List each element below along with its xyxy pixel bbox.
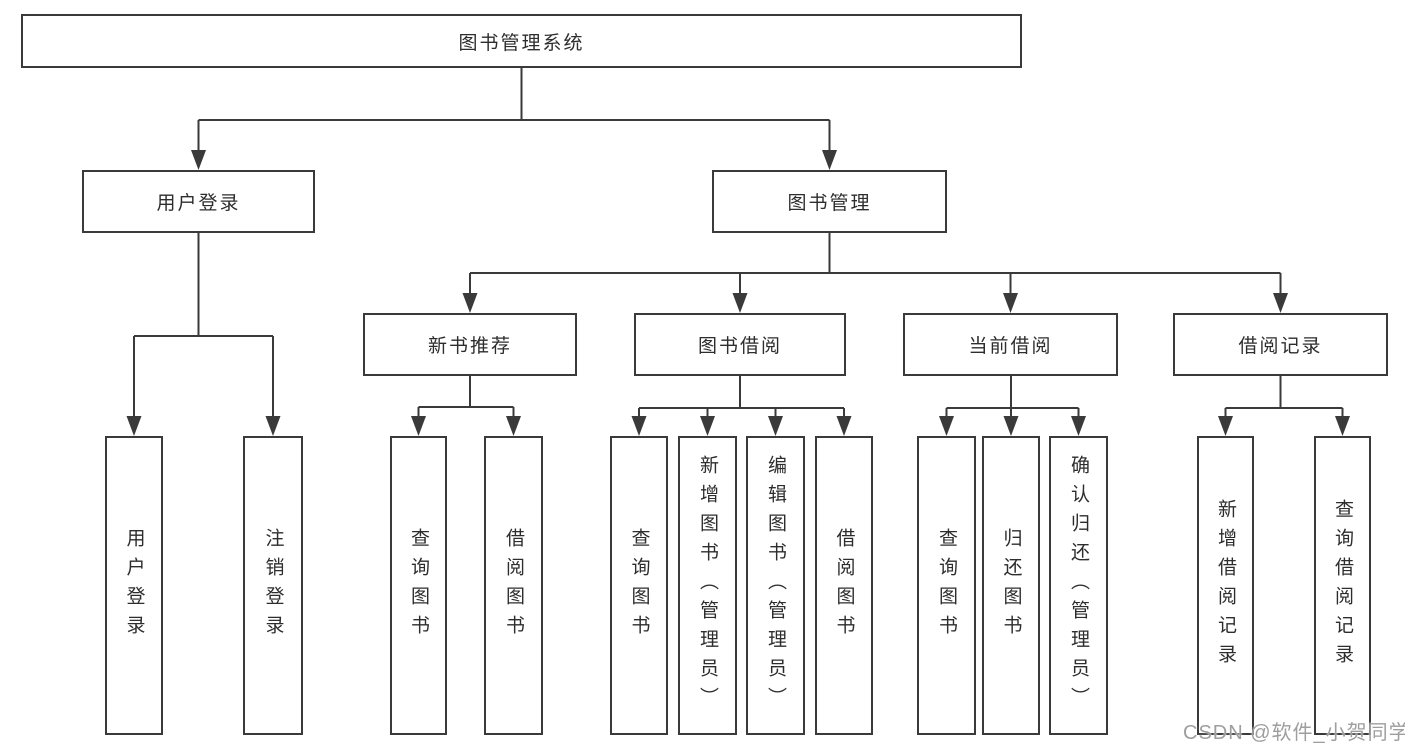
node-new-book-recommend: 新书推荐 xyxy=(363,313,577,376)
arrowhead xyxy=(506,416,521,436)
node-borrow-records-label: 借阅记录 xyxy=(1238,336,1323,357)
arrowhead xyxy=(1218,416,1233,436)
leaf-query-books-recommend-label: 查询图书 xyxy=(408,527,429,644)
arrowhead xyxy=(411,416,426,436)
leaf-borrow-books-recommend-label: 借阅图书 xyxy=(503,527,524,644)
arrowhead xyxy=(939,416,954,436)
node-book-management: 图书管理 xyxy=(712,170,947,233)
arrowhead xyxy=(631,416,647,436)
node-new-book-recommend-label: 新书推荐 xyxy=(427,336,512,357)
leaf-add-books-admin-label: 新增图书（管理员） xyxy=(697,455,718,716)
leaf-query-books-current: 查询图书 xyxy=(917,436,976,735)
leaf-logout: 注销登录 xyxy=(243,436,303,735)
leaf-user-login: 用户登录 xyxy=(105,436,163,735)
leaf-logout-label: 注销登录 xyxy=(262,527,284,644)
leaf-query-borrow-record-label: 查询借阅记录 xyxy=(1332,498,1353,673)
leaf-borrow-books: 借阅图书 xyxy=(815,436,873,735)
node-user-login-label: 用户登录 xyxy=(156,193,241,214)
arrowhead xyxy=(822,150,837,170)
leaf-confirm-return-admin-label: 确认归还（管理员） xyxy=(1068,455,1089,716)
arrowhead xyxy=(1273,293,1288,313)
arrowhead xyxy=(700,416,715,436)
node-current-borrowing: 当前借阅 xyxy=(903,313,1118,376)
leaf-query-books-recommend: 查询图书 xyxy=(390,436,447,735)
arrowhead xyxy=(1003,293,1018,313)
leaf-query-books-borrowing: 查询图书 xyxy=(610,436,668,735)
leaf-add-borrow-record: 新增借阅记录 xyxy=(1197,436,1254,735)
leaf-return-books: 归还图书 xyxy=(982,436,1040,735)
arrowhead xyxy=(732,293,748,313)
leaf-edit-books-admin: 编辑图书（管理员） xyxy=(746,436,805,735)
node-book-borrowing: 图书借阅 xyxy=(634,313,846,376)
leaf-query-books-borrowing-label: 查询图书 xyxy=(628,527,650,644)
arrowhead xyxy=(1335,416,1350,436)
arrowhead xyxy=(191,150,206,170)
node-current-borrowing-label: 当前借阅 xyxy=(968,336,1053,357)
csdn-watermark: CSDN @软件_小贺同学 xyxy=(1183,722,1405,744)
arrowhead xyxy=(265,416,281,436)
leaf-query-borrow-record: 查询借阅记录 xyxy=(1314,436,1371,735)
arrowhead xyxy=(836,416,852,436)
node-root: 图书管理系统 xyxy=(21,14,1022,68)
node-book-borrowing-label: 图书借阅 xyxy=(697,336,782,357)
arrowhead xyxy=(462,293,478,313)
arrowhead xyxy=(1071,416,1086,436)
leaf-query-books-current-label: 查询图书 xyxy=(936,527,957,644)
arrowheads xyxy=(126,150,1350,436)
leaf-borrow-books-label: 借阅图书 xyxy=(833,527,855,644)
leaf-borrow-books-recommend: 借阅图书 xyxy=(484,436,543,735)
node-borrow-records: 借阅记录 xyxy=(1173,313,1388,376)
node-root-label: 图书管理系统 xyxy=(458,32,585,54)
arrowhead xyxy=(1003,416,1019,436)
leaf-return-books-label: 归还图书 xyxy=(1000,527,1022,644)
arrowhead xyxy=(768,416,783,436)
leaf-add-books-admin: 新增图书（管理员） xyxy=(678,436,737,735)
leaf-confirm-return-admin: 确认归还（管理员） xyxy=(1049,436,1108,735)
leaf-add-borrow-record-label: 新增借阅记录 xyxy=(1215,498,1236,673)
leaf-edit-books-admin-label: 编辑图书（管理员） xyxy=(765,455,786,716)
leaf-user-login-label: 用户登录 xyxy=(123,527,145,644)
node-user-login: 用户登录 xyxy=(82,170,315,233)
node-book-management-label: 图书管理 xyxy=(787,193,872,214)
connector-path xyxy=(133,68,1344,418)
arrowhead xyxy=(126,416,142,436)
